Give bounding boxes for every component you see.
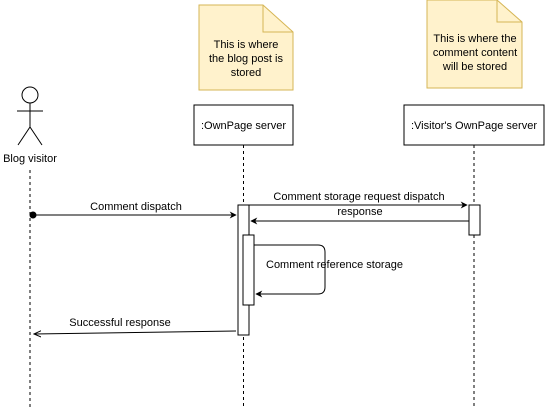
note-line: This is where the bbox=[433, 33, 516, 45]
note-line: This is where bbox=[214, 39, 279, 51]
participant-ownpage-server: :OwnPage server bbox=[193, 104, 294, 146]
note-line: comment content bbox=[433, 47, 517, 59]
actor-leg-right bbox=[29, 126, 43, 146]
message-successful-response bbox=[34, 331, 237, 334]
activation-visitor-server bbox=[468, 204, 481, 236]
message-label: Comment storage request dispatch bbox=[273, 191, 444, 203]
activation-nested bbox=[242, 234, 255, 306]
message-label: Successful response bbox=[69, 317, 171, 329]
participant-label: :OwnPage server bbox=[201, 120, 286, 132]
note-comment-content: This is where the comment content will b… bbox=[426, 0, 523, 89]
participant-label: :Visitor's OwnPage server bbox=[411, 120, 537, 132]
message-label: Comment dispatch bbox=[90, 201, 182, 213]
message-label: response bbox=[337, 206, 382, 218]
note-line: the blog post is bbox=[209, 53, 283, 65]
note-line: will be stored bbox=[442, 61, 507, 73]
message-label: Comment reference storage bbox=[266, 259, 403, 271]
actor-head bbox=[21, 86, 39, 104]
participant-visitor-ownpage-server: :Visitor's OwnPage server bbox=[403, 104, 545, 146]
actor-blog-visitor bbox=[17, 86, 43, 146]
note-blog-post: This is where the blog post is stored bbox=[198, 4, 294, 91]
actor-leg-left bbox=[17, 126, 31, 146]
note-line: stored bbox=[231, 67, 262, 79]
message-self-reference-storage bbox=[254, 244, 326, 298]
actor-label: Blog visitor bbox=[3, 153, 57, 165]
